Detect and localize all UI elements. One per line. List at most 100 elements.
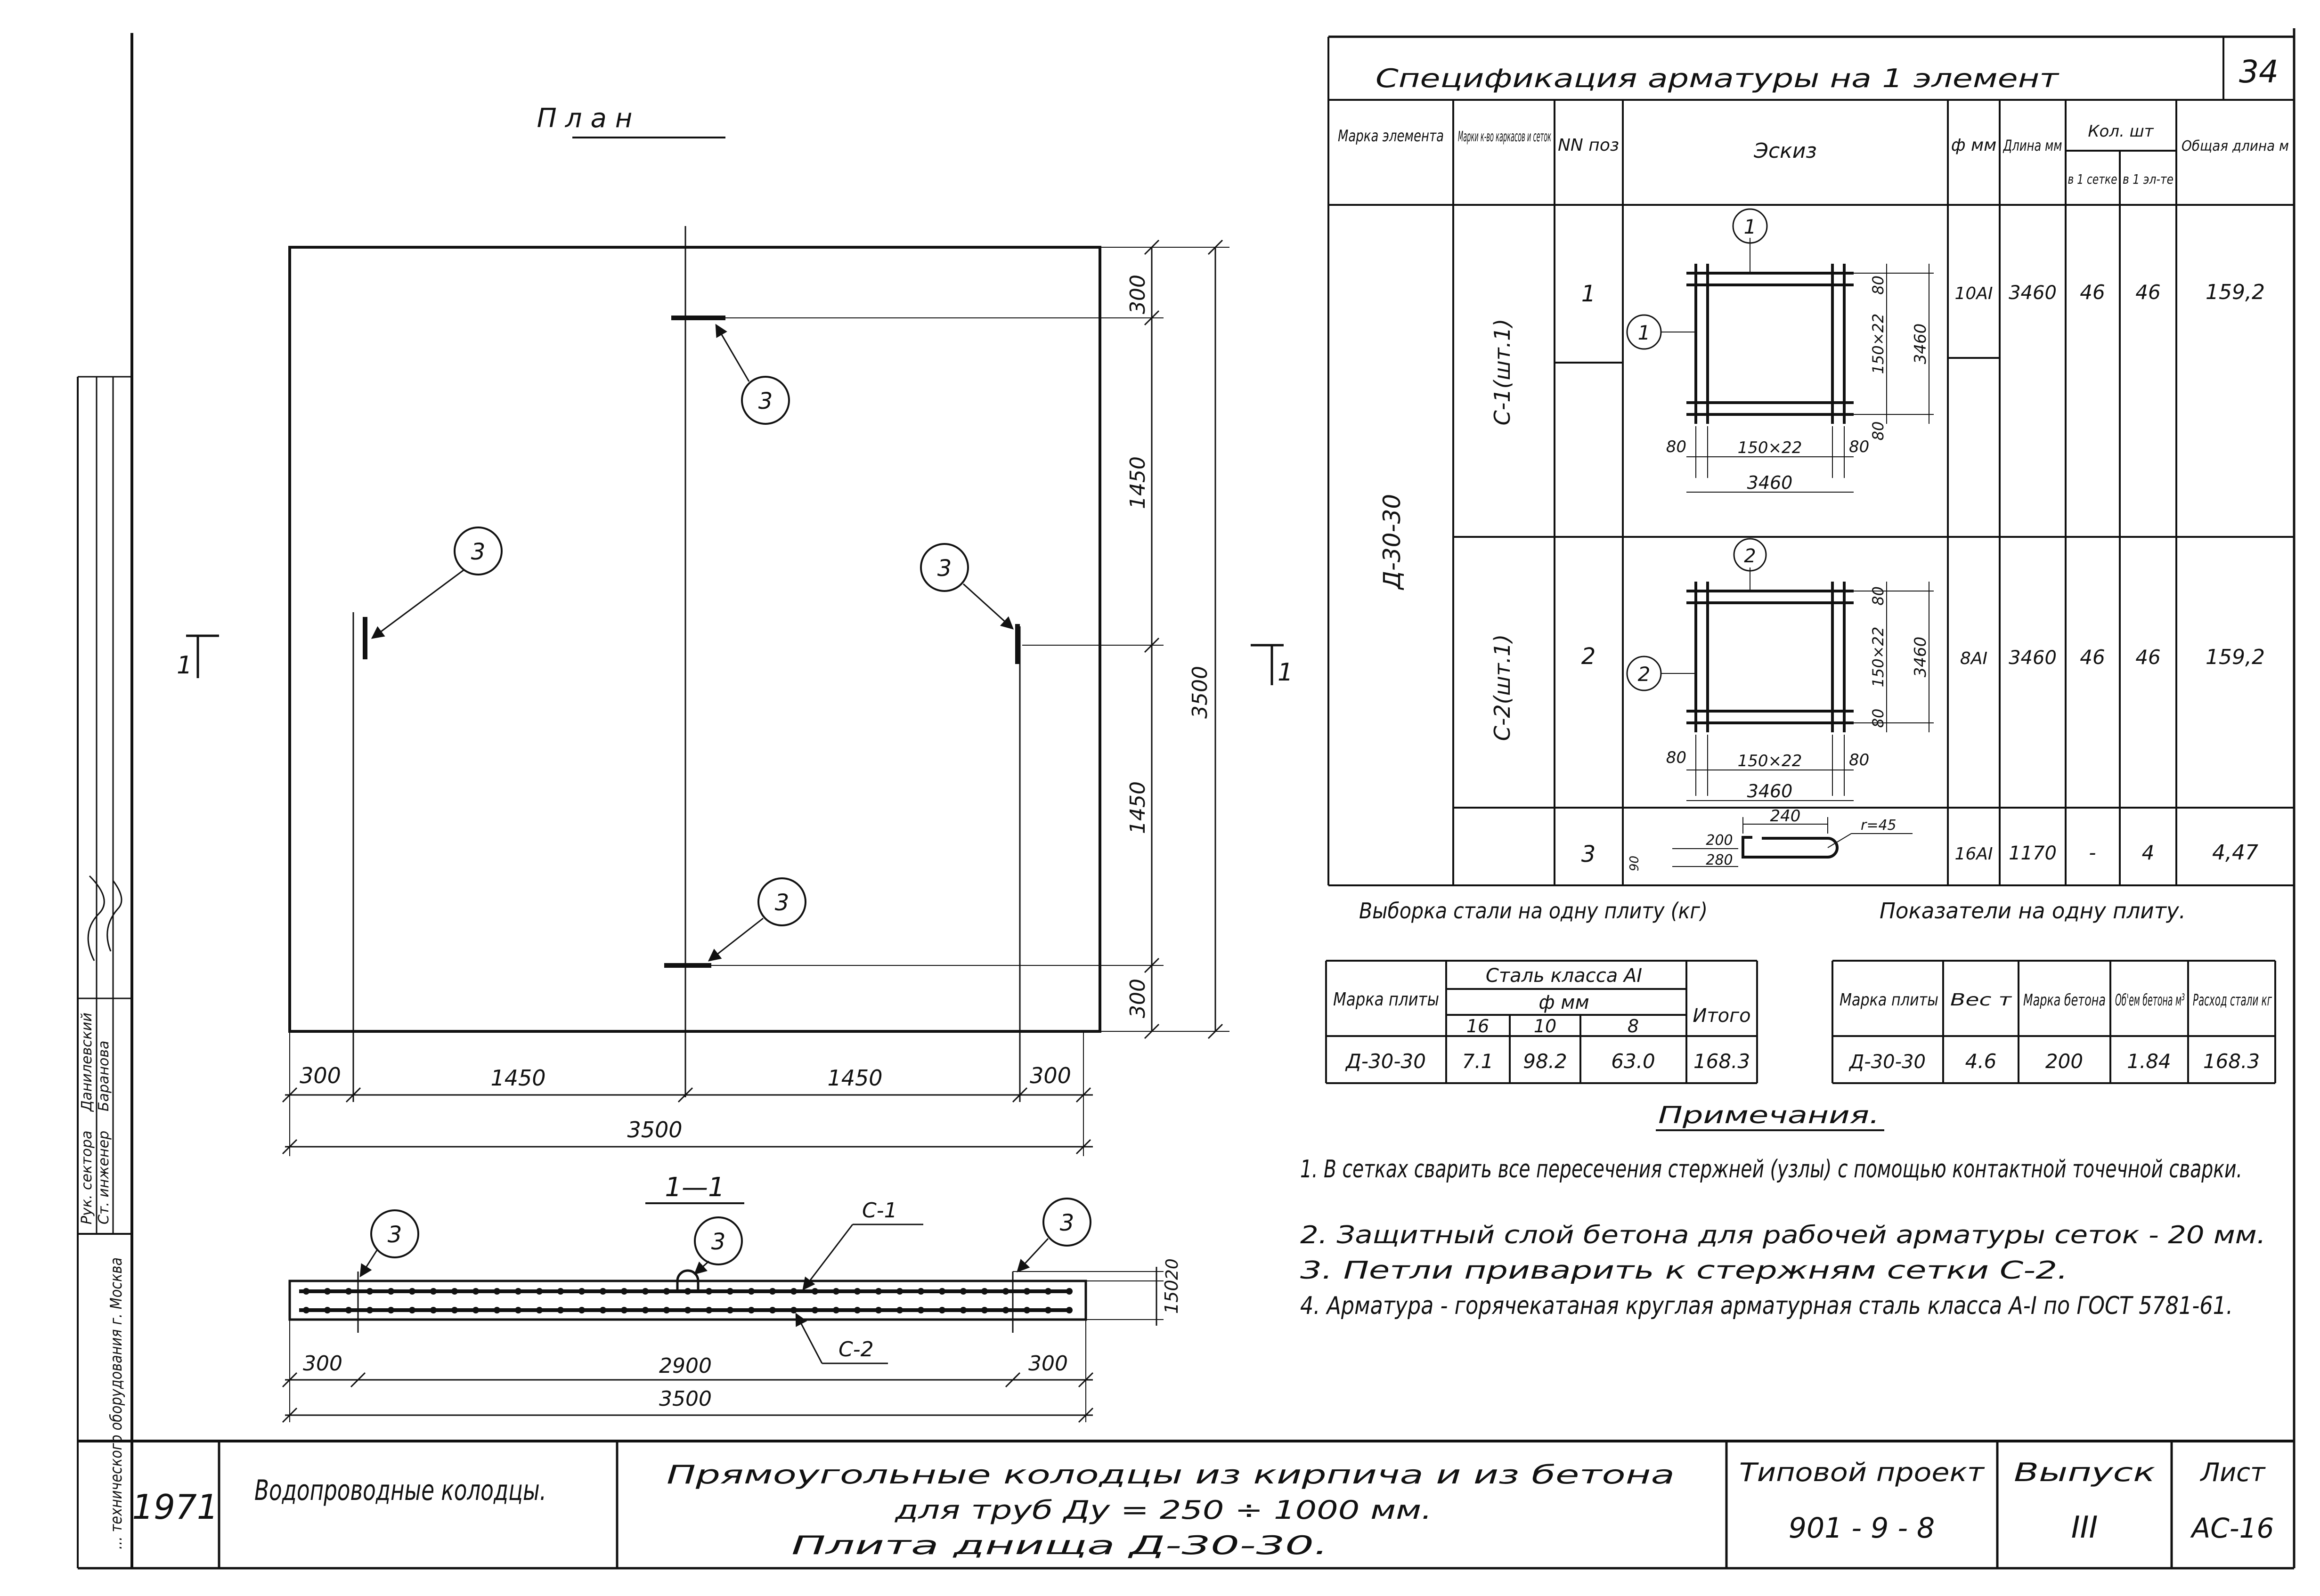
spec-row2-length: 3460 [2009,647,2057,669]
bar-dot [981,1307,988,1313]
svg-text:150×22: 150×22 [1738,752,1802,770]
steel-dia-8: 8 [1628,1016,1639,1037]
spec-h-element: Марка элемента [1338,127,1444,146]
bar-dot [748,1288,755,1295]
indices-val-mark: Д-30-30 [1848,1051,1926,1073]
spec-row3-pos: 3 [1581,841,1596,867]
section-callout-left: 3 [359,1209,419,1278]
spec-h-sketch: Эскиз [1753,139,1816,163]
plan-dim-right-4: 300 [1126,979,1150,1018]
bar-dot [642,1307,649,1313]
section-bar-dots [303,1288,1073,1313]
bar-dot [727,1307,733,1313]
indices-h-weight: Вес т [1950,990,2012,1010]
steel-dia-16: 16 [1466,1016,1489,1037]
svg-text:80: 80 [1666,748,1686,767]
indices-val-weight: 4.6 [1965,1050,1997,1073]
svg-text:2: 2 [1744,545,1756,567]
bar-dot [854,1288,861,1295]
svg-text:С-2: С-2 [838,1337,874,1361]
bar-dot [600,1288,606,1295]
plan-dims-right: 300 1450 1450 300 3500 [711,239,1229,1039]
svg-text:80: 80 [1869,586,1887,606]
svg-text:150×22: 150×22 [1738,438,1802,457]
spec-h-length: Длина мм [2003,137,2062,154]
spec-row3-total: 4,47 [2212,841,2258,865]
section-dim-cover: 20 [1163,1258,1182,1280]
svg-text:200: 200 [1706,832,1733,849]
svg-text:3: 3 [758,388,773,414]
spec-row3-length: 1170 [2009,843,2057,864]
spec-table: Спецификация арматуры на 1 элемент 34 Ма… [1327,37,2294,886]
bar-dot [833,1288,839,1295]
bar-dot [918,1288,924,1295]
indices-val-steel: 168.3 [2203,1050,2260,1073]
notes-title: Примечания. [1658,1102,1880,1129]
bar-dot [472,1307,479,1313]
bar-dot [515,1307,521,1313]
spec-h-qty-elem: в 1 эл-те [2123,171,2173,187]
bar-dot [578,1307,585,1313]
steel-h-total: Итого [1693,1005,1750,1027]
section-title: 1—1 [665,1172,724,1203]
bar-dot [557,1307,564,1313]
sheet-number: 34 [2239,54,2279,90]
bar-dot [706,1288,712,1295]
plan-dim-bottom-4: 300 [1030,1063,1071,1088]
plan-dim-right-1: 300 [1126,275,1150,314]
plan-dim-bottom-total: 3500 [627,1117,682,1142]
sheet-frame [78,28,2296,1570]
svg-text:3: 3 [775,890,790,916]
steel-h-mark: Марка плиты [1333,989,1439,1010]
svg-text:r=45: r=45 [1861,817,1897,834]
title-block: 1971 Водопроводные колодцы. Прямоугольны… [132,1441,2274,1568]
bar-dot [939,1288,945,1295]
indices-val-volume: 1.84 [2127,1050,2171,1073]
indices-table: Показатели на одну плиту. Марка плиты Ве… [1832,898,2276,1084]
callout-3-top: 3 [715,324,790,425]
bar-dot [557,1288,564,1295]
bar-dot [536,1307,543,1313]
bar-dot [451,1288,458,1295]
bar-dot [345,1288,352,1295]
tb-category: Водопроводные колодцы. [254,1474,546,1507]
indices-val-concrete: 200 [2045,1050,2083,1073]
svg-text:1: 1 [1278,658,1293,687]
note-4: 4. Арматура - горячекатаная круглая арма… [1300,1292,2233,1320]
bar-dot [324,1288,331,1295]
bar-dot [494,1288,500,1295]
section-view: 1—1 3 3 3 С-1 [282,1172,1182,1423]
bar-dot [536,1288,543,1295]
plan-dims-bottom: 300 1450 1450 300 3500 [282,1031,1093,1156]
section-dim-height: 150 [1161,1280,1182,1314]
bar-dot [790,1288,797,1295]
bar-dot [960,1307,967,1313]
signature-mark [87,875,122,961]
svg-text:3460: 3460 [1747,472,1793,493]
svg-text:1: 1 [1744,215,1757,238]
svg-text:3460: 3460 [1911,324,1930,365]
bar-dot [303,1307,309,1313]
svg-text:3: 3 [471,539,486,565]
bar-dot [409,1288,415,1295]
bar-dot [790,1307,797,1313]
svg-text:1: 1 [177,651,192,680]
svg-text:80: 80 [1869,421,1887,441]
tb-title-1: Прямоугольные колодцы из кирпича и из бе… [667,1460,1675,1490]
spec-row2-qty-elem: 46 [2135,646,2160,669]
bar-dot [727,1288,733,1295]
sketch-mesh-c1: 1 1 80 150×22 80 3460 80 150×22 80 3460 [1626,208,1934,493]
left-strip-name-2: Баранова [96,1041,112,1111]
bar-dot [663,1307,670,1313]
bar-dot [1024,1288,1030,1295]
spec-h-qty: Кол. шт [2088,122,2154,141]
spec-h-frame: Марки к-во каркасов и сеток [1458,129,1551,145]
steel-dia-10: 10 [1534,1016,1556,1037]
bar-dot [494,1307,500,1313]
bar-dot [621,1288,627,1295]
section-dim-3: 300 [1028,1352,1068,1376]
spec-row3-dia: 16АI [1954,844,1993,864]
spec-row3-qty-mesh: - [2089,841,2096,864]
note-3: 3. Петли приварить к стержням сетки С-2. [1300,1256,2068,1285]
spec-row2-qty-mesh: 46 [2080,646,2105,669]
